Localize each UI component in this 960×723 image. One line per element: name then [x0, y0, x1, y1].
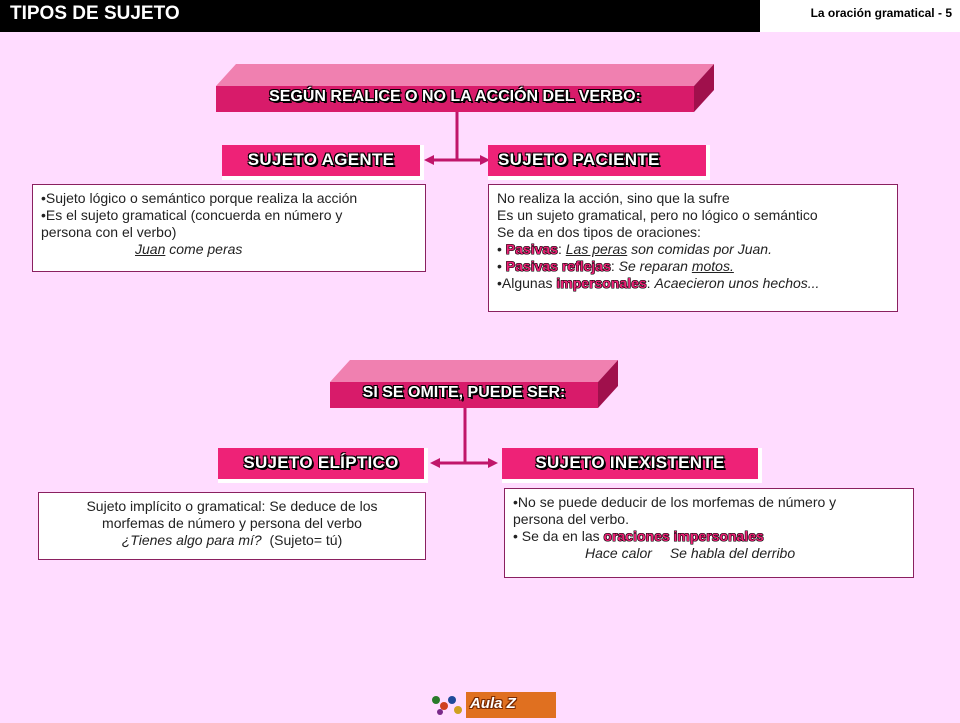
label-sujeto-inexistente-text: SUJETO INEXISTENTE: [535, 453, 725, 472]
aula-z-logo: Aula Z: [430, 692, 556, 718]
banner-section1: SEGÚN REALICE O NO LA ACCIÓN DEL VERBO:: [216, 64, 714, 114]
pasivas-sep: :: [557, 241, 566, 257]
eliptico-line2: morfemas de número y persona del verbo: [102, 515, 362, 531]
banner-section1-text: SEGÚN REALICE O NO LA ACCIÓN DEL VERBO:: [269, 88, 641, 105]
slide-subtitle: La oración gramatical - 5: [811, 6, 952, 20]
eliptico-line1: Sujeto implícito o gramatical: Se deduce…: [86, 498, 378, 514]
top-bar: TIPOS DE SUJETO La oración gramatical - …: [0, 0, 960, 32]
reflejas-bullet: •: [497, 258, 506, 274]
eliptico-example-note: (Sujeto= tú): [261, 532, 343, 548]
banner-shape: [330, 360, 618, 408]
label-sujeto-agente-text: SUJETO AGENTE: [247, 150, 395, 169]
reflejas-example-rest: Se reparan: [618, 258, 692, 274]
inexistente-line3: • Se da en las oraciones impersonales: [513, 528, 905, 545]
inexistente-line1: •No se puede deducir de los morfemas de …: [513, 494, 837, 510]
agente-line2: •Es el sujeto gramatical (concuerda en n…: [41, 207, 343, 223]
impersonales-example: Acaecieron unos hechos...: [654, 275, 820, 291]
banner-section2: SI SE OMITE, PUEDE SER:: [330, 360, 618, 410]
info-box-paciente: No realiza la acción, sino que la sufre …: [488, 184, 898, 312]
pasivas-example-subject: Las peras: [565, 241, 628, 257]
eliptico-example-question: ¿Tienes algo para mí?: [121, 532, 262, 548]
impersonales-term: impersonales: [556, 275, 647, 291]
label-sujeto-eliptico: SUJETO ELÍPTICO: [218, 448, 428, 483]
impersonales-pre: •Algunas: [497, 275, 557, 291]
banner-section2-text: SI SE OMITE, PUEDE SER:: [362, 384, 566, 401]
agente-example-rest: come peras: [165, 241, 243, 257]
agente-line1: •Sujeto lógico o semántico porque realiz…: [41, 190, 358, 206]
reflejas-sep: :: [610, 258, 619, 274]
label-sujeto-inexistente: SUJETO INEXISTENTE: [502, 448, 762, 483]
subtitle-text: La oración gramatical: [810, 6, 935, 20]
paciente-impersonales: •Algunas impersonales: Acaecieron unos h…: [497, 275, 889, 292]
inexistente-line3-term: oraciones impersonales: [603, 528, 764, 544]
pasivas-example-rest: son comidas por Juan.: [627, 241, 772, 257]
paciente-reflejas: • Pasivas reflejas: Se reparan motos.: [497, 258, 889, 275]
page-number: - 5: [937, 6, 952, 20]
inexistente-example1: Hace calor: [585, 545, 652, 561]
aula-z-logo-text: Aula Z: [470, 695, 516, 712]
reflejas-term: Pasivas reflejas: [505, 258, 611, 274]
info-box-eliptico: Sujeto implícito o gramatical: Se deduce…: [38, 492, 426, 560]
reflejas-example-subject: motos.: [691, 258, 734, 274]
aula-z-logo-icon: [430, 692, 556, 718]
eliptico-example: ¿Tienes algo para mí? (Sujeto= tú): [47, 532, 417, 549]
paciente-line3: Se da en dos tipos de oraciones:: [497, 224, 701, 240]
inexistente-examples: Hace calor Se habla del derribo: [513, 545, 905, 562]
paciente-line1: No realiza la acción, sino que la sufre: [497, 190, 730, 206]
paciente-line2: Es un sujeto gramatical, pero no lógico …: [497, 207, 818, 223]
paciente-pasivas: • Pasivas: Las peras son comidas por Jua…: [497, 241, 889, 258]
pasivas-bullet: •: [497, 241, 506, 257]
inexistente-line3-pre: • Se da en las: [513, 528, 604, 544]
slide-title: TIPOS DE SUJETO: [10, 3, 180, 24]
info-box-inexistente: •No se puede deducir de los morfemas de …: [504, 488, 914, 578]
info-box-agente: •Sujeto lógico o semántico porque realiz…: [32, 184, 426, 272]
agente-example-subject: Juan: [135, 241, 166, 257]
pasivas-term: Pasivas: [505, 241, 558, 257]
label-sujeto-agente: SUJETO AGENTE: [222, 145, 424, 180]
slide-info-panel: La oración gramatical - 5: [760, 0, 960, 32]
agente-example: Juan come peras: [41, 241, 417, 258]
banner-shape: [216, 64, 714, 112]
agente-line3: persona con el verbo): [41, 224, 177, 240]
label-sujeto-eliptico-text: SUJETO ELÍPTICO: [243, 453, 399, 472]
label-sujeto-paciente: SUJETO PACIENTE: [488, 145, 710, 180]
impersonales-sep: :: [646, 275, 655, 291]
inexistente-example2: Se habla del derribo: [669, 545, 796, 561]
inexistente-line2: persona del verbo.: [513, 511, 629, 527]
label-sujeto-paciente-text: SUJETO PACIENTE: [498, 150, 660, 169]
